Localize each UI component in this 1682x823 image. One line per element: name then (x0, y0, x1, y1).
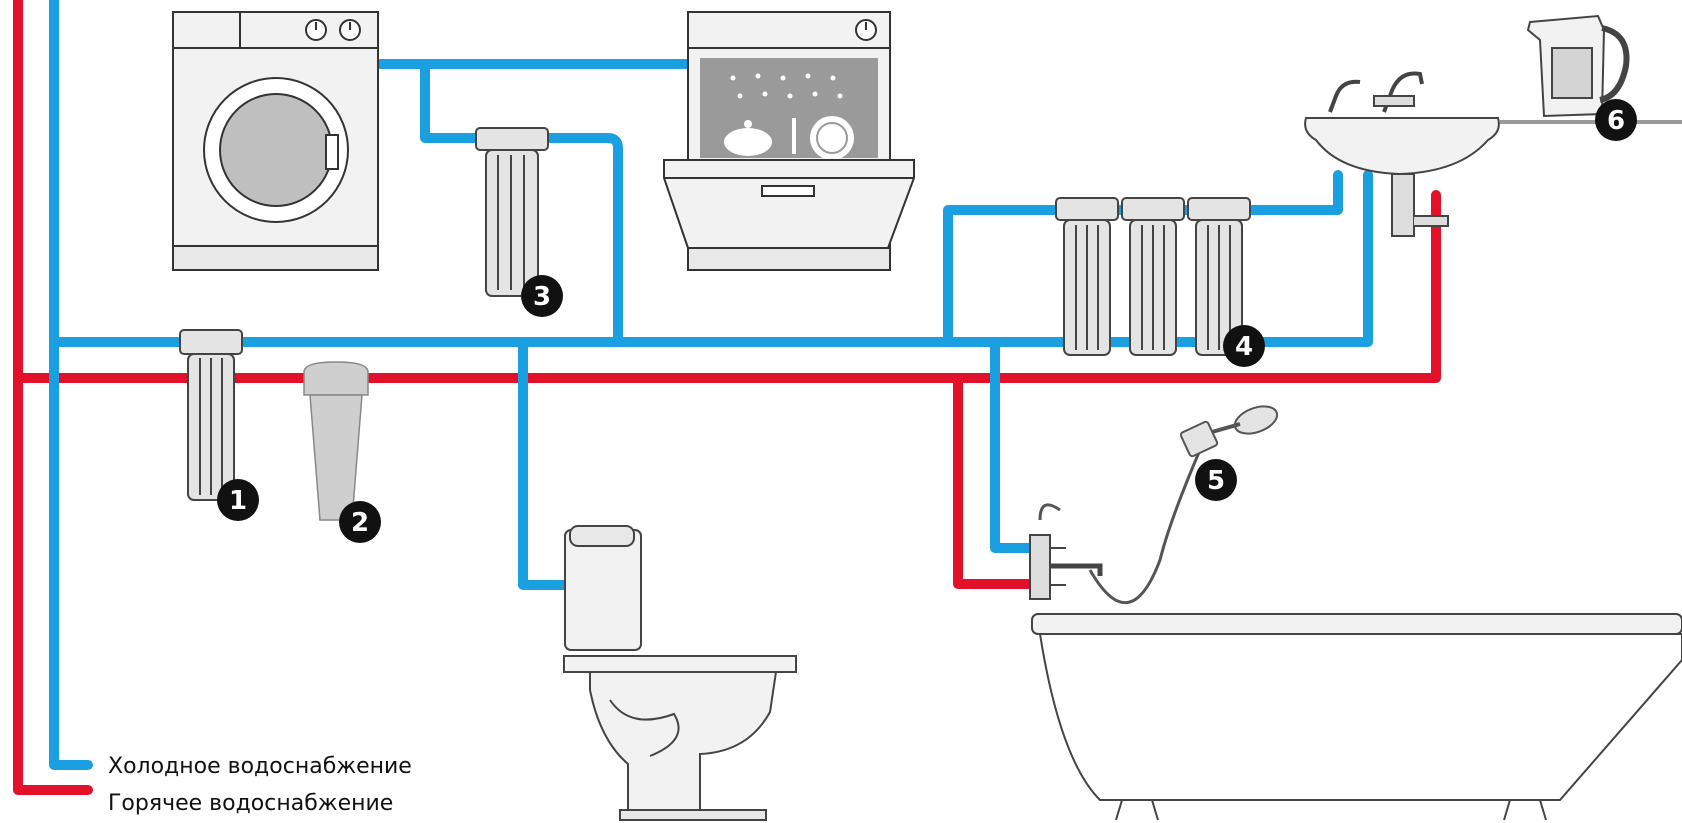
hot-branch-bath (953, 373, 1039, 589)
cold-branch-bath (990, 337, 1039, 553)
dishwasher-icon (663, 11, 915, 271)
marker-6: 6 (1595, 99, 1637, 141)
bath-mixer-icon (1029, 534, 1103, 600)
shower-head-icon (1038, 405, 1279, 604)
legend: Холодное водоснабжение Горячее водоснабж… (108, 754, 412, 816)
marker-3-label: 3 (533, 282, 551, 312)
filter-4-icon (1055, 197, 1251, 356)
marker-2-label: 2 (351, 508, 369, 538)
hot-main-horizontal (13, 190, 1441, 383)
hot-main-riser (13, 0, 93, 795)
washing-machine-icon (172, 11, 379, 271)
marker-1-label: 1 (229, 486, 247, 516)
marker-5-label: 5 (1207, 466, 1225, 496)
cold-branch-toilet (518, 337, 570, 590)
filter-3-icon (475, 127, 549, 297)
water-pitcher-filter-icon (1526, 14, 1630, 118)
filter-1-icon (179, 329, 243, 501)
marker-4: 4 (1223, 325, 1265, 367)
marker-5: 5 (1195, 459, 1237, 501)
sink-icon (1304, 71, 1682, 237)
bathtub-icon (1031, 613, 1682, 821)
toilet-icon (563, 525, 797, 821)
marker-3: 3 (521, 275, 563, 317)
legend-hot-label: Горячее водоснабжение (108, 791, 393, 816)
marker-6-label: 6 (1607, 106, 1625, 136)
hot-water-pipes (13, 0, 1441, 795)
marker-2: 2 (339, 501, 381, 543)
filter-2-icon (303, 361, 369, 521)
legend-cold-label: Холодное водоснабжение (108, 754, 412, 779)
cold-main-horizontal (49, 170, 1373, 347)
cold-main-riser (49, 0, 93, 770)
marker-1: 1 (217, 479, 259, 521)
marker-4-label: 4 (1235, 332, 1253, 362)
